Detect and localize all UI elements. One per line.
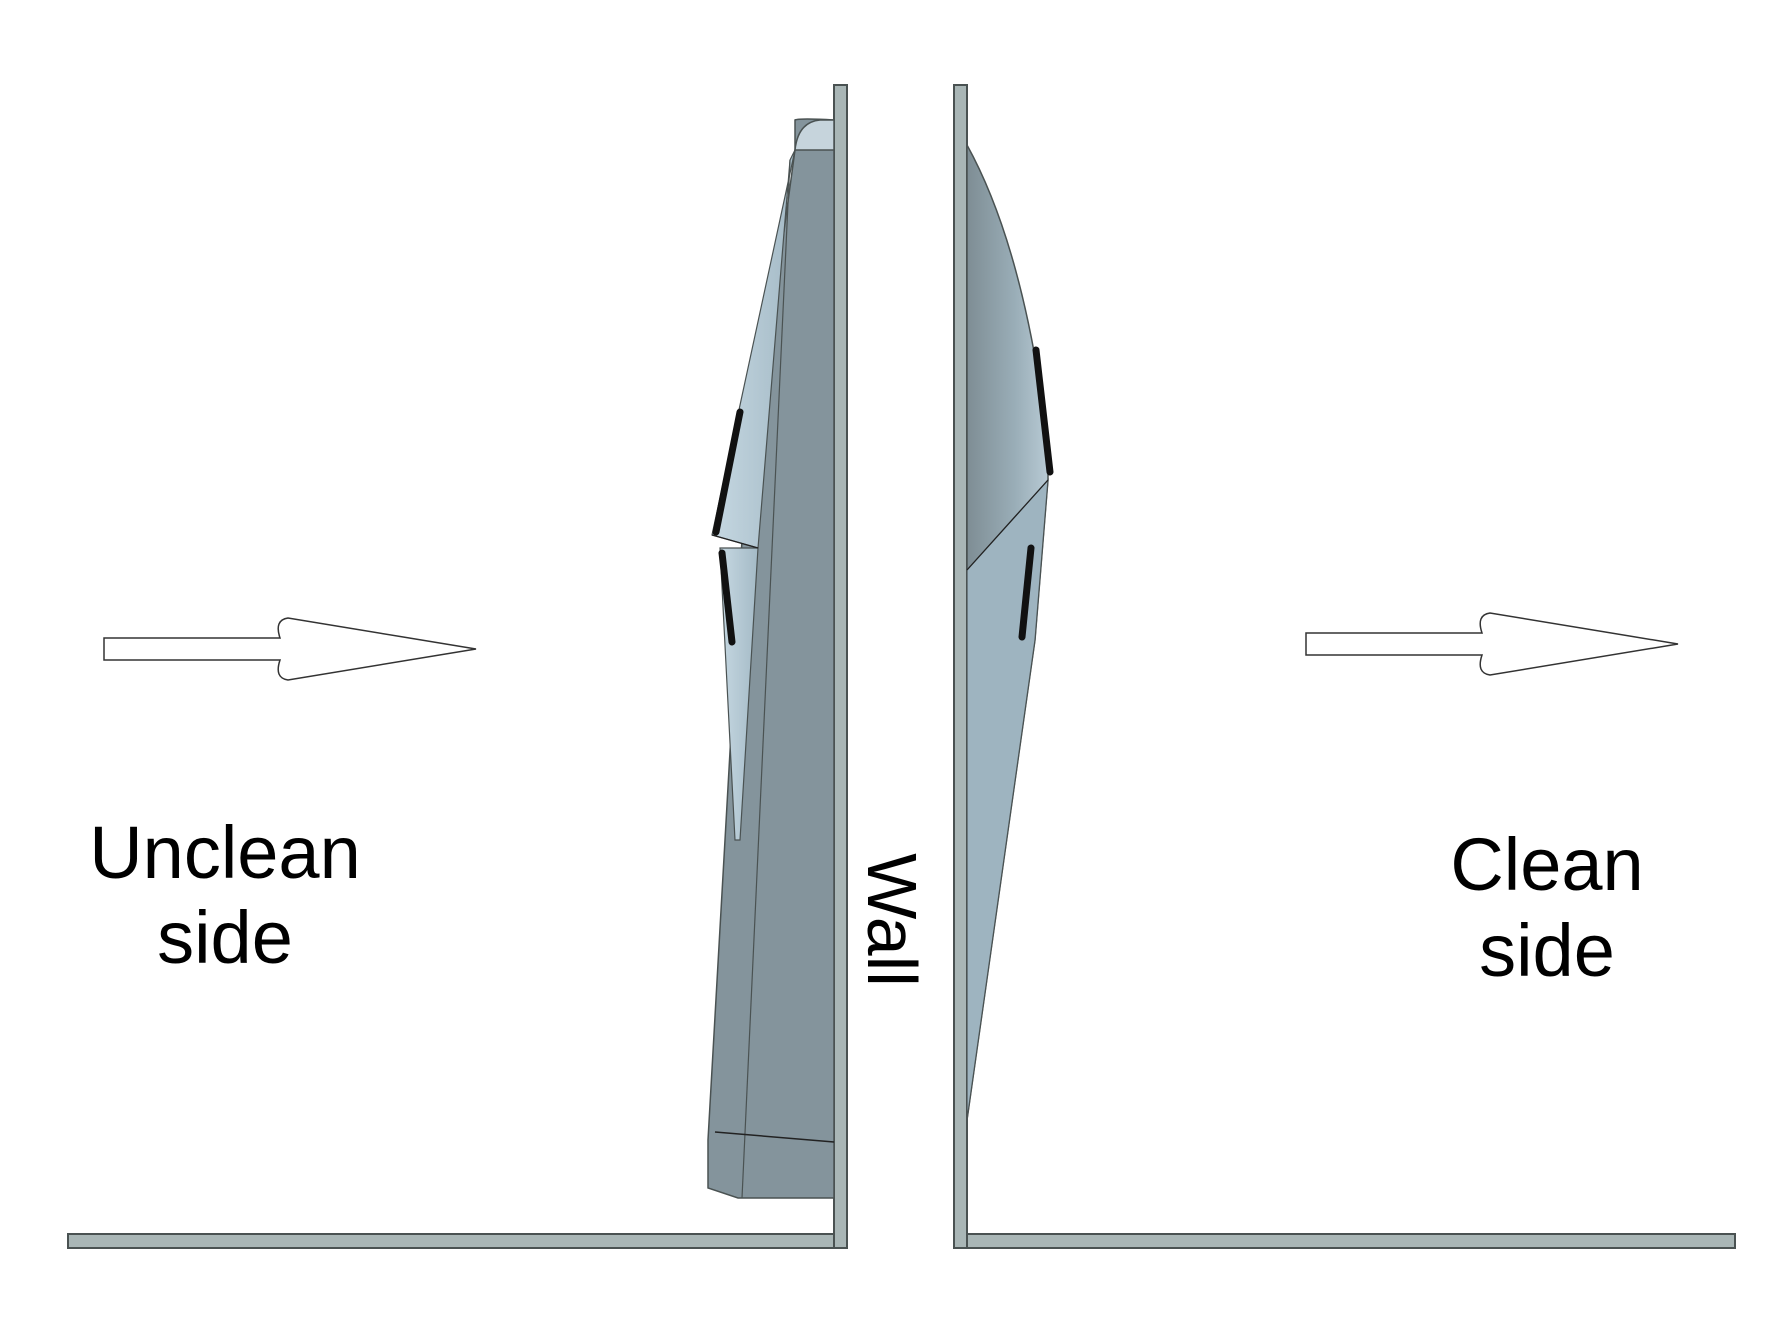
arrow-right-icon [1305, 612, 1679, 676]
floor-right [954, 1233, 1736, 1249]
left-door-fold-line [711, 534, 759, 549]
left-door [707, 118, 835, 1199]
flow-arrow-right [1305, 612, 1679, 676]
right-door-lower-face [966, 478, 1049, 1121]
floor-left [67, 1233, 847, 1249]
wall-label: Wall [853, 853, 931, 987]
clean-side-label-line2: side [1479, 909, 1615, 992]
left-door-edge-line [741, 159, 791, 1199]
wall-plate-left [833, 84, 848, 1249]
unclean-side-label-line2: side [157, 896, 293, 979]
left-door-bottom-line [714, 1131, 835, 1143]
right-door-fold-line [966, 479, 1049, 571]
left-door-seal-upper [712, 408, 744, 536]
arrow-right-icon [103, 617, 477, 681]
clean-side-label-line1: Clean [1450, 823, 1643, 906]
unclean-side-label-line1: Unclean [89, 811, 361, 894]
left-door-top-cap [794, 119, 835, 151]
right-door-seal-upper [1032, 346, 1054, 476]
right-door [966, 144, 1054, 1121]
wall-plate-right [953, 84, 968, 1249]
right-door-seal-lower [1018, 544, 1035, 641]
left-door-seal-lower [718, 549, 736, 646]
flow-arrow-left [103, 617, 477, 681]
